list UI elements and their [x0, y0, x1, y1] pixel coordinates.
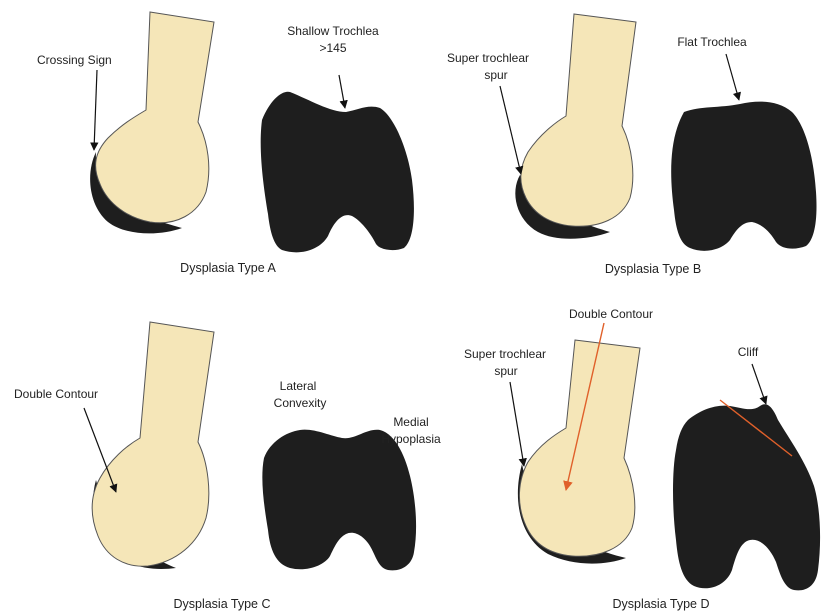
femur-lateral-view-c — [92, 322, 214, 569]
arrow-super-trochlear-spur-b — [500, 86, 521, 174]
label-crossing-sign: Crossing Sign — [37, 53, 112, 67]
trochlea-axial-c — [262, 430, 416, 571]
panel-type-c: Double Contour Lateral Convexity Medial … — [14, 322, 441, 611]
femur-shaft-d — [519, 340, 640, 556]
femur-shaft-c — [92, 322, 214, 566]
caption-type-a: Dysplasia Type A — [180, 261, 276, 275]
trochlea-axial-d — [673, 404, 820, 590]
label-shallow-trochlea: Shallow Trochlea — [287, 24, 379, 38]
caption-type-d: Dysplasia Type D — [612, 597, 709, 611]
label-shallow-trochlea-angle: >145 — [319, 41, 346, 55]
arrow-flat-trochlea — [726, 54, 739, 100]
label-cliff: Cliff — [738, 345, 759, 359]
trochlea-axial-b — [671, 102, 816, 251]
panel-type-a: Crossing Sign Shallow Trochlea >145 Dysp… — [37, 12, 414, 275]
label-double-contour-c: Double Contour — [14, 387, 98, 401]
femur-lateral-view-b — [515, 14, 636, 239]
femur-lateral-view-a — [90, 12, 214, 233]
label-super-trochlear-spur-d: Super trochlear — [464, 347, 546, 361]
label-flat-trochlea: Flat Trochlea — [677, 35, 747, 49]
label-super-trochlear-spur-d-line2: spur — [494, 364, 517, 378]
arrow-crossing-sign — [94, 70, 97, 150]
caption-type-c: Dysplasia Type C — [173, 597, 270, 611]
trochlea-axial-a — [261, 92, 414, 253]
femur-shaft-b — [521, 14, 636, 226]
arrow-cliff — [752, 364, 766, 404]
label-medial-hypoplasia: Medial — [393, 415, 428, 429]
label-lateral-convexity: Lateral — [280, 379, 317, 393]
label-lateral-convexity-line2: Convexity — [274, 396, 327, 410]
panel-type-d: Double Contour Super trochlear spur Clif… — [464, 307, 820, 611]
label-super-trochlear-spur-b: Super trochlear — [447, 51, 529, 65]
arrow-super-trochlear-spur-d — [510, 382, 524, 466]
arrow-shallow-trochlea — [339, 75, 345, 108]
panel-type-b: Super trochlear spur Flat Trochlea Dyspl… — [447, 14, 817, 276]
label-double-contour-d: Double Contour — [569, 307, 653, 321]
femur-shaft-a — [96, 12, 214, 223]
label-super-trochlear-spur-b-line2: spur — [484, 68, 507, 82]
label-medial-hypoplasia-line2: Hypoplasia — [381, 432, 441, 446]
caption-type-b: Dysplasia Type B — [605, 262, 701, 276]
